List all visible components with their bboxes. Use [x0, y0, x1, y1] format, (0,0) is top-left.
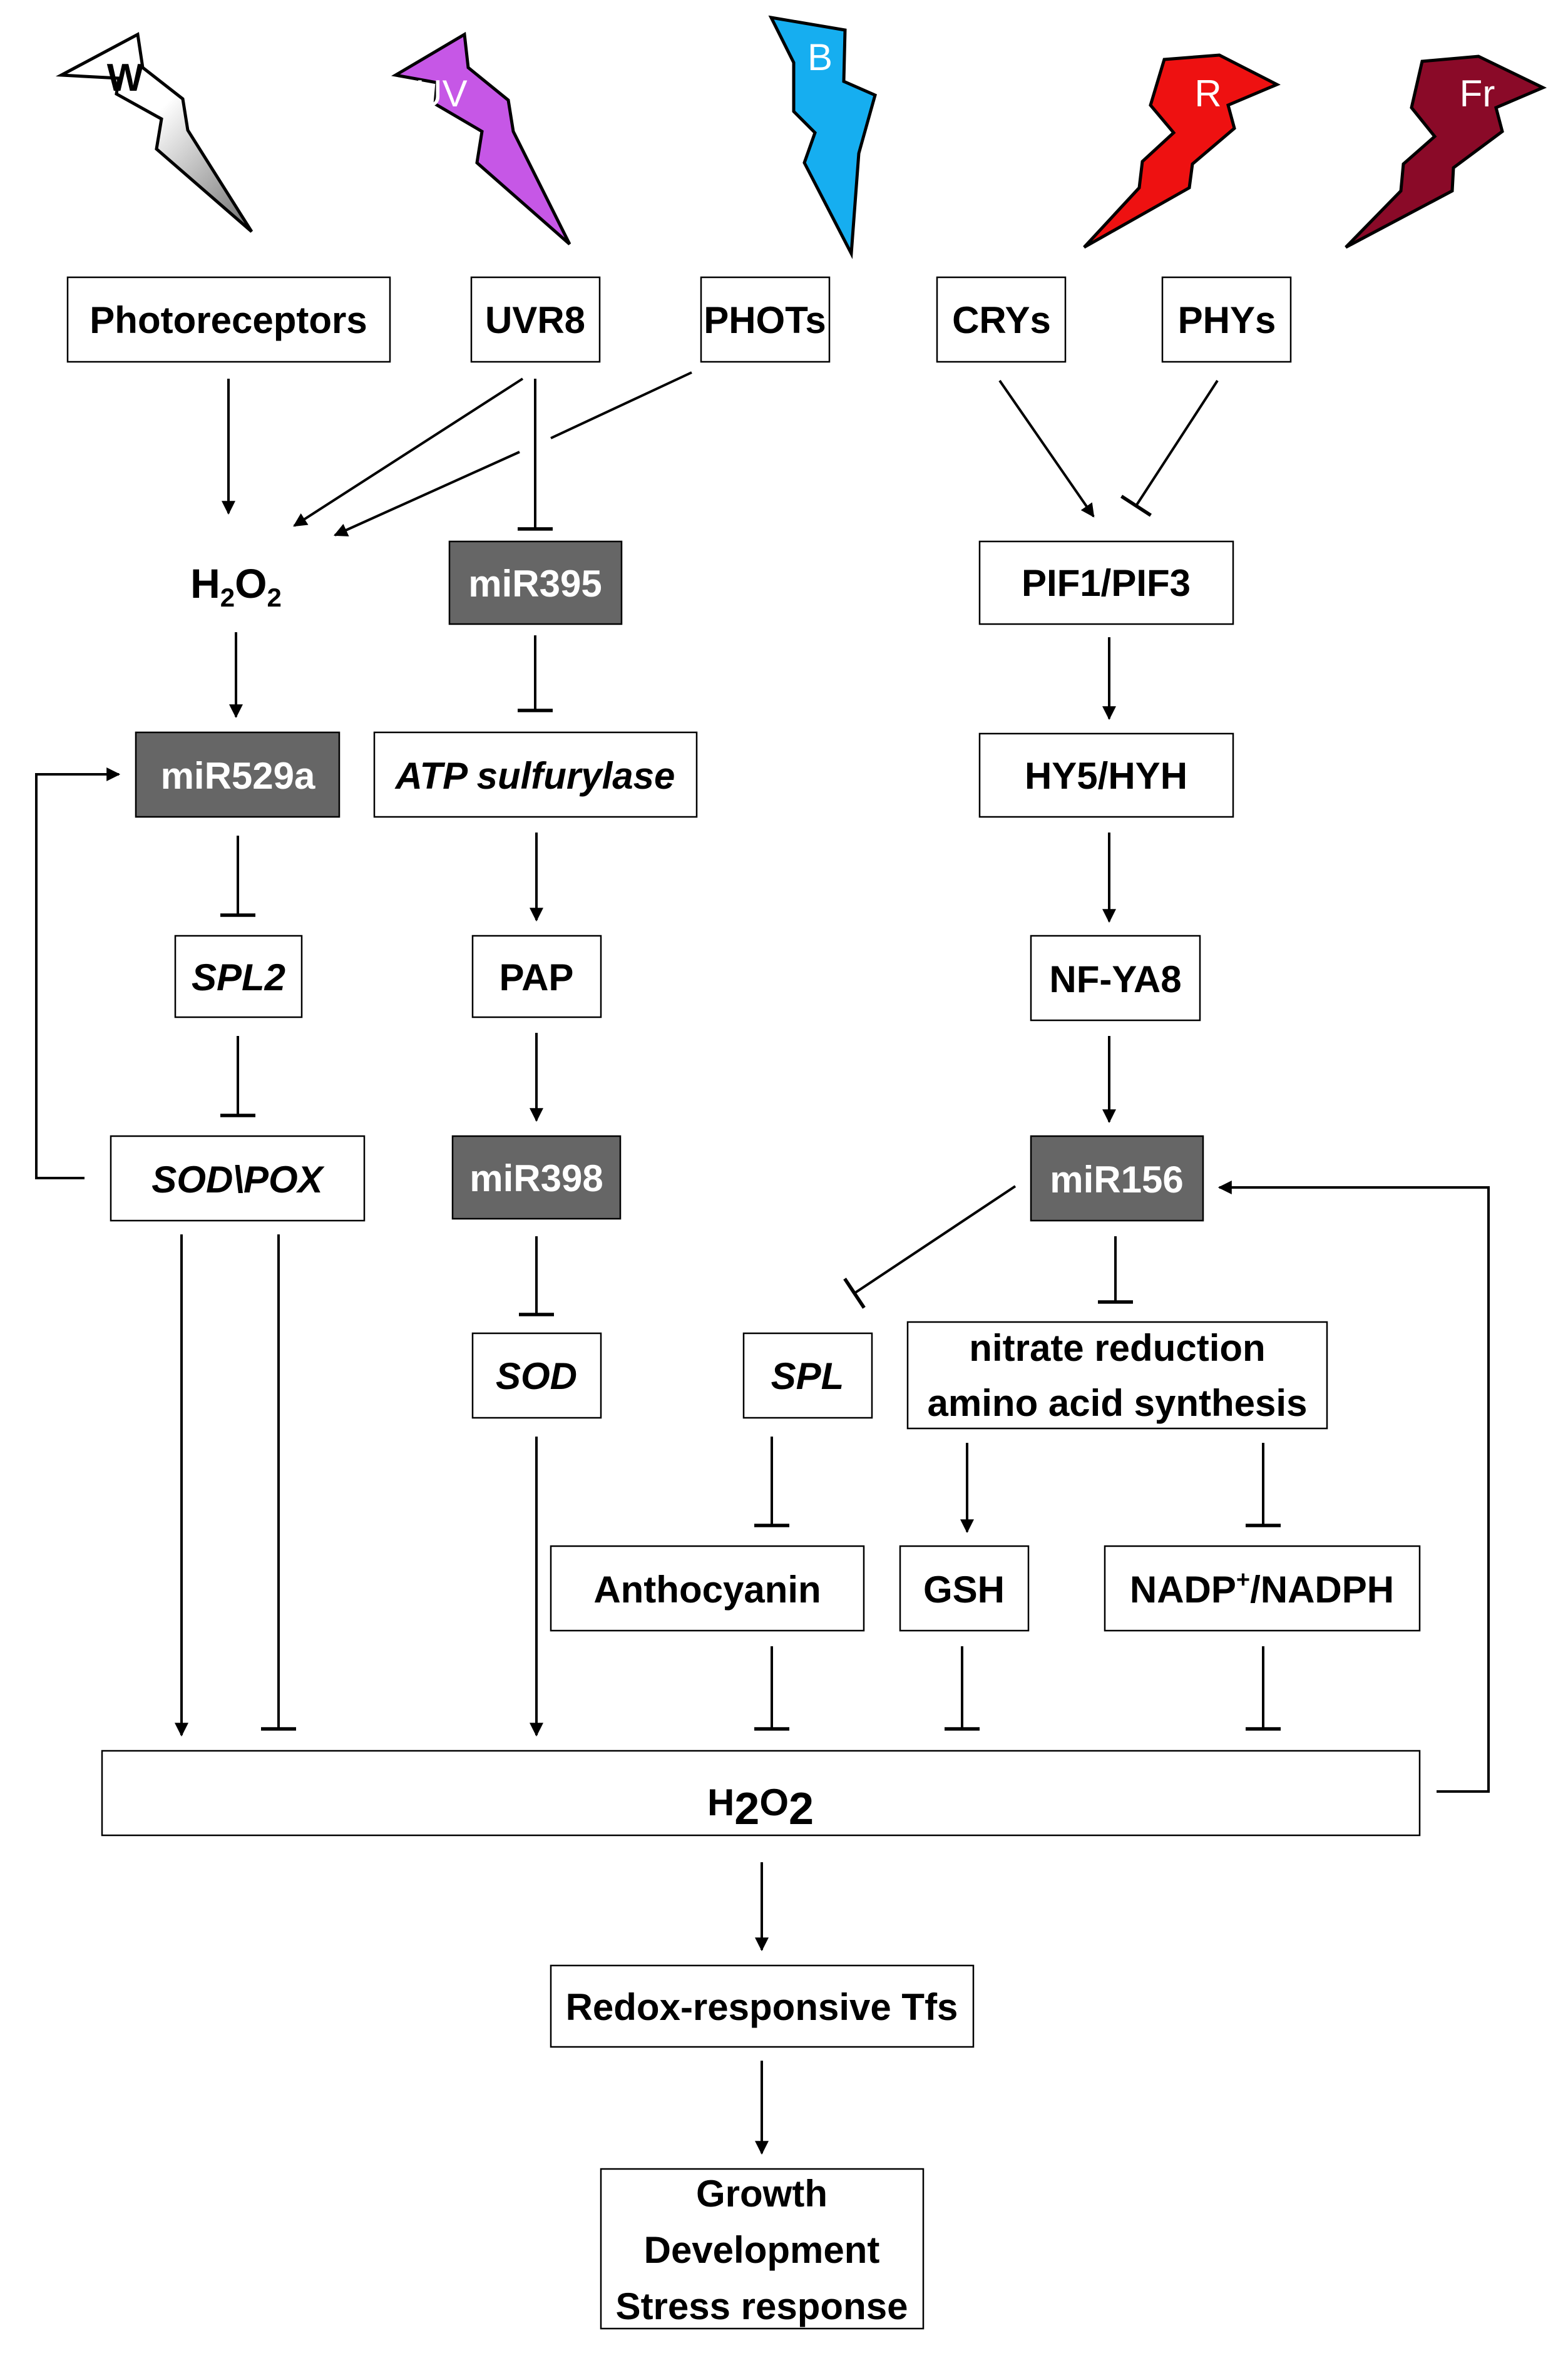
redox-responsive-tfs-box: Redox-responsive Tfs: [550, 1964, 975, 2048]
far-red-light-label: Fr: [1460, 73, 1495, 115]
phots-label: PHOTs: [704, 299, 826, 341]
sod-box: SOD: [471, 1332, 602, 1419]
h2o2-bottom-box: H2O2: [101, 1750, 1421, 1837]
nf-ya8-box: NF-YA8: [1030, 935, 1201, 1022]
mir398-box: miR398: [451, 1135, 622, 1220]
edge-sod-pox-feedback-to-mir529a: [35, 767, 121, 1179]
photoreceptors-box: Photoreceptors: [66, 276, 391, 363]
spl2-label: SPL2: [192, 956, 285, 998]
atp-sulfurylase-label: ATP sulfurylase: [394, 755, 675, 797]
mir156-box: miR156: [1030, 1135, 1204, 1222]
edge-uvr8-to-h2o2: [293, 377, 524, 527]
spl-label: SPL: [771, 1355, 844, 1397]
phots-box: PHOTs: [700, 276, 831, 363]
mir156-label: miR156: [1050, 1159, 1183, 1201]
mir529a-label: miR529a: [161, 755, 315, 797]
uvr8-label: UVR8: [485, 299, 585, 341]
edge-phys-inhibits-pif: [1120, 379, 1219, 517]
h2o2-bottom-label: H2O2: [707, 1781, 814, 1834]
white-light-bolt-icon: W: [55, 32, 254, 233]
nitrate-reduction-box: nitrate reduction amino acid synthesis: [906, 1321, 1328, 1430]
growth-development-stress-box: Growth Development Stress response: [600, 2168, 925, 2330]
uvr8-box: UVR8: [470, 276, 601, 363]
phys-box: PHYs: [1161, 276, 1292, 363]
phys-label: PHYs: [1178, 299, 1276, 341]
uv-light-label: UV: [415, 73, 467, 115]
photoreceptors-label: Photoreceptors: [90, 299, 367, 341]
white-light-label: W: [107, 56, 144, 100]
nf-ya8-label: NF-YA8: [1049, 958, 1181, 1000]
edge-crys-to-pif: [998, 379, 1095, 518]
red-light-bolt-icon: R: [1083, 53, 1281, 249]
hy5-hyh-box: HY5/HYH: [978, 732, 1234, 818]
far-red-light-bolt-icon: Fr: [1345, 54, 1547, 249]
pap-label: PAP: [500, 956, 574, 998]
mir395-box: miR395: [448, 540, 623, 625]
gsh-box: GSH: [899, 1545, 1030, 1632]
nitrate-reduction-label: nitrate reduction: [969, 1327, 1265, 1369]
crys-box: CRYs: [936, 276, 1067, 363]
nadp-nadph-label: NADP+/NADPH: [1130, 1567, 1394, 1611]
sod-pox-box: SOD\POX: [110, 1135, 366, 1222]
pif1-pif3-box: PIF1/PIF3: [978, 540, 1234, 625]
spl-box: SPL: [742, 1332, 873, 1419]
anthocyanin-box: Anthocyanin: [550, 1545, 865, 1632]
stress-response-label: Stress response: [616, 2285, 908, 2327]
edges: [35, 371, 1490, 2155]
sod-label: SOD: [496, 1355, 577, 1397]
blue-light-label: B: [807, 36, 833, 78]
edge-phots-to-h2o2-part1: [550, 371, 692, 439]
pif1-pif3-label: PIF1/PIF3: [1022, 562, 1191, 604]
sod-pox-label: SOD\POX: [151, 1159, 325, 1201]
redox-responsive-tfs-label: Redox-responsive Tfs: [566, 1986, 958, 2028]
atp-sulfurylase-box: ATP sulfurylase: [373, 731, 698, 818]
amino-acid-synthesis-label: amino acid synthesis: [928, 1382, 1308, 1424]
h2o2-top-label: H2O2: [190, 560, 282, 612]
crys-label: CRYs: [952, 299, 1051, 341]
mir395-label: miR395: [468, 563, 602, 605]
blue-light-bolt-icon: B: [768, 15, 877, 259]
hy5-hyh-label: HY5/HYH: [1025, 755, 1187, 797]
spl2-box: SPL2: [174, 935, 303, 1018]
edge-phots-to-h2o2-part2: [333, 451, 520, 536]
edge-mir156-inhibits-spl: [843, 1185, 1017, 1309]
uv-light-bolt-icon: UV: [391, 31, 571, 245]
growth-label: Growth: [696, 2173, 828, 2215]
gsh-label: GSH: [923, 1569, 1005, 1611]
nadp-nadph-box: NADP+/NADPH: [1104, 1545, 1421, 1632]
edge-h2o2-feedback-to-mir156: [1217, 1181, 1490, 1793]
mir398-label: miR398: [469, 1157, 603, 1199]
mir529a-box: miR529a: [135, 731, 341, 818]
red-light-label: R: [1194, 73, 1221, 115]
development-label: Development: [644, 2229, 880, 2271]
anthocyanin-label: Anthocyanin: [593, 1569, 821, 1611]
pap-box: PAP: [471, 935, 602, 1018]
